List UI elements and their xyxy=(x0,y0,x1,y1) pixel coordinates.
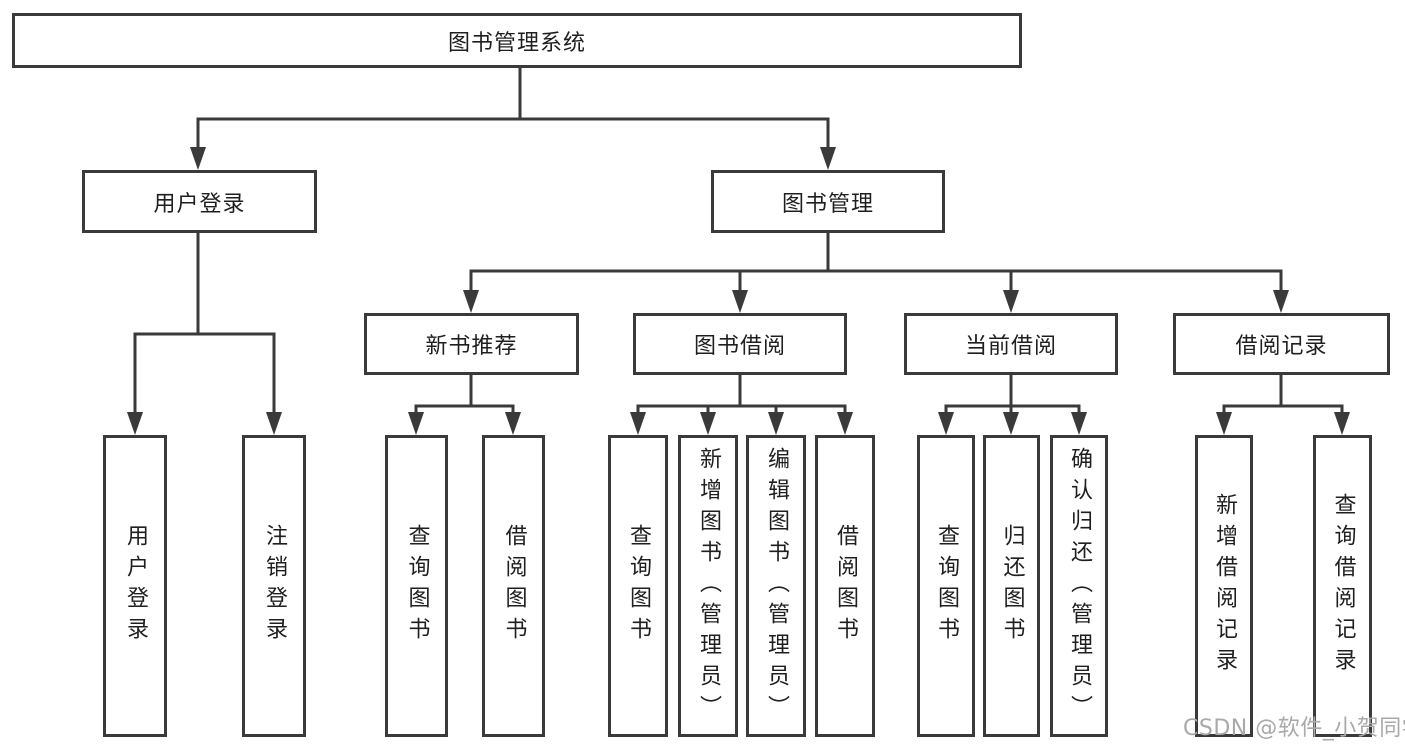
node-borrowing-records: 借阅记录 xyxy=(1173,313,1390,375)
node-current-borrowing: 当前借阅 xyxy=(904,313,1118,375)
leaf-user-login: 用户登录 xyxy=(103,435,167,737)
connector-book-management-to-level3 xyxy=(463,231,1289,313)
node-new-book-recommendation: 新书推荐 xyxy=(364,313,579,375)
connector-root-to-level2 xyxy=(190,66,836,170)
connector-current-borrowing-to-leaves xyxy=(938,373,1087,435)
node-library-management-system: 图书管理系统 xyxy=(12,13,1022,68)
leaf-br-add-record: 新增借阅记录 xyxy=(1195,435,1253,737)
leaf-bb-borrow-books: 借阅图书 xyxy=(815,435,875,737)
node-book-management: 图书管理 xyxy=(711,170,945,233)
connector-user-login-to-leaves xyxy=(127,231,282,435)
leaf-cb-return-books: 归还图书 xyxy=(983,435,1040,737)
leaf-logout: 注销登录 xyxy=(242,435,306,737)
node-user-login: 用户登录 xyxy=(82,170,317,233)
csdn-watermark: CSDN @软件_小贺同学 xyxy=(1183,716,1405,741)
leaf-bb-query-books: 查询图书 xyxy=(608,435,668,737)
node-book-borrowing: 图书借阅 xyxy=(633,313,847,375)
connector-borrowing-records-to-leaves xyxy=(1216,373,1350,435)
connector-book-borrowing-to-leaves xyxy=(630,373,853,435)
connector-new-book-recommendation-to-leaves xyxy=(408,373,521,435)
leaf-bb-add-books-admin: 新增图书（管理员） xyxy=(678,435,738,737)
leaf-nbr-query-books: 查询图书 xyxy=(385,435,448,737)
leaf-bb-edit-books-admin: 编辑图书（管理员） xyxy=(746,435,806,737)
leaf-cb-confirm-return-admin: 确认归还（管理员） xyxy=(1050,435,1108,737)
leaf-nbr-borrow-books: 借阅图书 xyxy=(482,435,545,737)
leaf-br-query-record: 查询借阅记录 xyxy=(1313,435,1372,737)
leaf-cb-query-books: 查询图书 xyxy=(917,435,975,737)
